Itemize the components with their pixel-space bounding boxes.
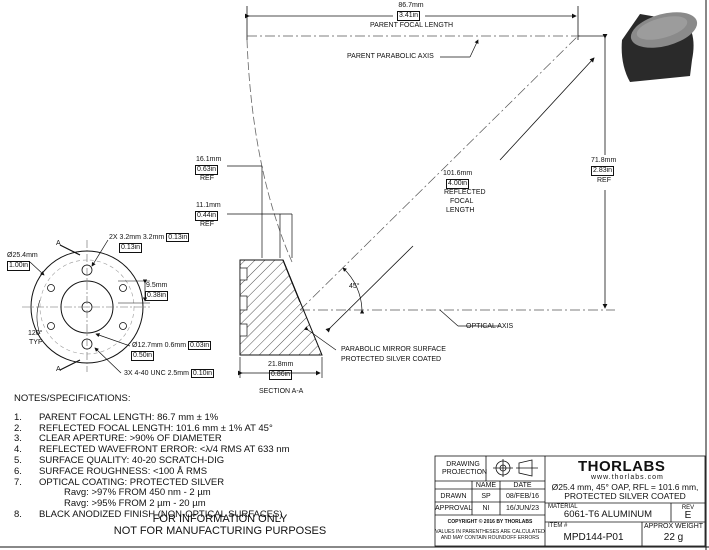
values-note-2: AND MAY CONTAIN ROUNDOFF ERRORS — [440, 535, 540, 541]
note-item: 2.REFLECTED FOCAL LENGTH: 101.6 mm ± 1% … — [14, 422, 273, 434]
dia-25-mm: Ø25.4mm — [7, 252, 38, 259]
approval-label: APPROVAL — [435, 505, 473, 512]
hole-127-label: Ø12.7mm 0.6mm 0.03in — [132, 341, 212, 350]
dim-11-mm: 11.1mm — [196, 202, 221, 209]
note-item: 4.REFLECTED WAVEFRONT ERROR: <λ/4 RMS AT… — [14, 444, 290, 456]
projection-symbol — [493, 459, 538, 477]
angle-120-label: 120° — [28, 330, 43, 337]
disclaimer: FOR INFORMATION ONLY NOT FOR MANUFACTURI… — [95, 513, 345, 537]
reflected-ray-line — [299, 35, 579, 311]
dim-71-mm: 71.8mm — [591, 157, 617, 164]
note-item: 7.OPTICAL COATING: PROTECTED SILVER — [14, 476, 225, 488]
angle-45-arc — [342, 267, 365, 314]
note-item: 5.SURFACE QUALITY: 40-20 SCRATCH-DIG — [14, 454, 225, 466]
section-mark-bottom: A — [56, 366, 61, 373]
typ-label: TYP — [29, 339, 43, 346]
col-date-header: DATE — [513, 482, 532, 489]
drawn-label: DRAWN — [440, 493, 467, 500]
mirror-coating-label: PROTECTED SILVER COATED — [341, 356, 442, 363]
disclaimer-line-1: FOR INFORMATION ONLY — [152, 513, 288, 525]
section-mark-top: A — [56, 240, 61, 247]
description-1: Ø25.4 mm, 45° OAP, RFL = 101.6 mm, — [551, 482, 699, 492]
material-label: MATERIAL — [548, 504, 578, 510]
hole-2x-in: 0.13in — [119, 243, 143, 253]
hole-2x-label: 2X 3.2mm 3.2mm 0.13in — [109, 233, 190, 242]
mirror-surface-label: PARABOLIC MIRROR SURFACE — [341, 346, 446, 353]
note-item: 8.BLACK ANODIZED FINISH (NON-OPTICAL SUR… — [14, 508, 283, 520]
section-a-a-body — [239, 259, 323, 356]
note-sub-2: Ravg: >95% FROM 2 µm - 20 µm — [64, 498, 206, 510]
diameter-icon: Ø — [7, 252, 13, 259]
dim-16-ref: REF — [200, 175, 214, 182]
title-block-grid — [434, 455, 706, 547]
dim-21-mm: 21.8mm — [268, 361, 294, 368]
dim-16-in: 0.63in — [195, 165, 219, 175]
dim-11-ref: REF — [200, 221, 214, 228]
front-view — [22, 240, 150, 372]
diameter-icon: Ø — [132, 342, 138, 349]
description-2: PROTECTED SILVER COATED — [564, 491, 686, 501]
dim-101-label-1: REFLECTED — [444, 189, 486, 196]
disclaimer-line-2: NOT FOR MANUFACTURING PURPOSES — [113, 525, 327, 537]
note-item: 3.CLEAR APERTURE: >90% OF DIAMETER — [14, 433, 222, 445]
drawing-projection-label: DRAWING PROJECTION — [442, 461, 488, 476]
dim-101-label-3: LENGTH — [446, 207, 475, 214]
weight-label: APPROX WEIGHT — [643, 523, 704, 530]
col-name-header: NAME — [475, 482, 497, 489]
parent-focal-length-label: PARENT FOCAL LENGTH — [370, 22, 454, 29]
material-value: 6061-T6 ALUMINUM — [563, 509, 653, 520]
dim-71-in: 2.83in — [591, 166, 615, 176]
item-label: ITEM # — [548, 523, 568, 529]
parabola-curve — [246, 39, 293, 263]
dim-101-label-2: FOCAL — [450, 198, 474, 205]
thread-label: 3X 4-40 UNC 2.5mm 0.10in — [124, 369, 214, 378]
dim-11-in: 0.44in — [195, 211, 219, 221]
dim-86-in: 3.41in — [397, 11, 421, 21]
weight-value: 22 g — [663, 532, 684, 543]
thorlabs-logo: THORLABS — [578, 458, 666, 475]
dim-101-mm: 101.6mm — [443, 170, 473, 177]
drawn-name: SP — [481, 493, 491, 500]
angle-45-label: 45° — [349, 283, 360, 290]
hole-127-in: 0.50in — [131, 351, 155, 361]
rev-label: REV — [681, 505, 695, 511]
dim-86-mm: 86.7mm — [398, 2, 424, 9]
dim-95-mm: 9.5mm — [146, 282, 168, 289]
copyright: COPYRIGHT © 2016 BY THORLABS — [447, 519, 533, 525]
website-label: www.thorlabs.com — [591, 474, 664, 481]
dim-95-in: 0.38in — [145, 291, 169, 301]
optical-axis-label: OPTICAL AXIS — [466, 323, 514, 330]
rev-value: E — [684, 510, 692, 521]
values-note-1: VALUES IN PARENTHESES ARE CALCULATED — [435, 529, 545, 535]
dia-25-in: 1.00in — [7, 261, 31, 271]
section-a-a-label: SECTION A-A — [259, 388, 304, 395]
item-number: MPD144-P01 — [563, 532, 624, 543]
note-item: 1.PARENT FOCAL LENGTH: 86.7 mm ± 1% — [14, 411, 219, 423]
drawn-date: 08/FEB/16 — [505, 493, 540, 500]
note-item: 6.SURFACE ROUGHNESS: <100 Å RMS — [14, 465, 208, 477]
part-3d-thumbnail — [621, 12, 698, 82]
note-sub-1: Ravg: >97% FROM 450 nm - 2 µm — [64, 487, 211, 499]
notes-specifications: NOTES/SPECIFICATIONS: 1.PARENT FOCAL LEN… — [14, 393, 290, 521]
dim-16-mm: 16.1mm — [196, 156, 222, 163]
dim-21-in: 0.86in — [269, 370, 293, 380]
parent-parabolic-axis-label: PARENT PARABOLIC AXIS — [347, 53, 434, 60]
dim-101-in: 4.00in — [446, 179, 470, 189]
notes-title: NOTES/SPECIFICATIONS: — [14, 393, 131, 404]
approval-date: 16/JUN/23 — [505, 505, 540, 512]
dim-line-101-upper — [499, 57, 595, 161]
dim-71-ref: REF — [597, 177, 611, 184]
dim-line-101-lower — [325, 245, 414, 333]
approval-name: NI — [482, 505, 490, 512]
